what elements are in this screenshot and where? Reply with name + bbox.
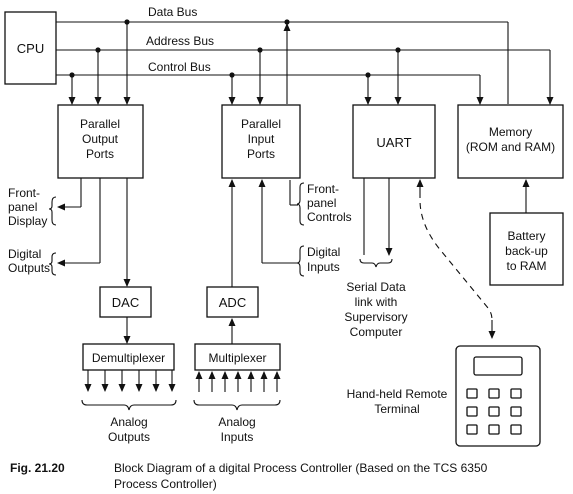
- digital-outputs-label: Digital Outputs: [8, 247, 57, 276]
- output-connections: [57, 178, 131, 287]
- demultiplexer-block: Demultiplexer: [82, 343, 175, 371]
- parallel-output-line3: Ports: [86, 147, 114, 161]
- address-bus: Address Bus: [56, 34, 550, 51]
- cpu-block: CPU: [4, 11, 57, 85]
- remote-display-icon: [473, 356, 523, 376]
- front-panel-controls-line3: Controls: [307, 210, 352, 224]
- data-bus-label: Data Bus: [148, 5, 197, 19]
- dac-block: DAC: [99, 286, 152, 318]
- control-bus-label: Control Bus: [148, 60, 211, 74]
- serial-link-line3: Supervisory: [344, 310, 407, 324]
- analog-outputs-brace: [81, 399, 177, 411]
- address-bus-label: Address Bus: [146, 34, 214, 48]
- serial-link-connections: [359, 178, 393, 268]
- front-panel-display-line2: panel: [8, 200, 37, 214]
- analog-inputs-brace: [193, 399, 281, 411]
- digital-outputs-line2: Outputs: [8, 261, 50, 275]
- caption-text-line1: Block Diagram of a digital Process Contr…: [114, 461, 488, 475]
- memory-block: Memory (ROM and RAM): [457, 104, 564, 179]
- bus-drops: [68, 22, 554, 105]
- control-bus: Control Bus: [56, 60, 480, 76]
- analog-input-arrows: [195, 371, 281, 392]
- parallel-input-line3: Ports: [247, 147, 275, 161]
- remote-terminal-line2: Terminal: [374, 402, 419, 416]
- serial-link-label: Serial Data link with Supervisory Comput…: [344, 280, 407, 339]
- dac-label: DAC: [112, 295, 139, 310]
- bus-junctions: [69, 19, 401, 78]
- digital-inputs-label: Digital Inputs: [296, 245, 340, 277]
- parallel-output-ports-block: Parallel Output Ports: [57, 104, 144, 179]
- multiplexer-label: Multiplexer: [208, 351, 266, 365]
- uart-label: UART: [376, 135, 411, 150]
- analog-outputs-line2: Outputs: [108, 430, 150, 444]
- uart-block: UART: [352, 104, 436, 179]
- front-panel-controls-line2: panel: [307, 196, 336, 210]
- analog-inputs-line2: Inputs: [221, 430, 254, 444]
- front-panel-display-line1: Front-: [8, 186, 40, 200]
- serial-link-line4: Computer: [350, 325, 403, 339]
- digital-outputs-line1: Digital: [8, 247, 41, 261]
- analog-inputs-line1: Analog: [218, 415, 255, 429]
- cpu-label: CPU: [17, 41, 44, 56]
- parallel-input-ports-block: Parallel Input Ports: [221, 104, 301, 179]
- caption-text-line2: Process Controller): [114, 477, 217, 491]
- front-panel-controls-line1: Front-: [307, 182, 339, 196]
- serial-link-line2: link with: [355, 295, 398, 309]
- memory-line2: (ROM and RAM): [466, 140, 555, 154]
- remote-dashed-link: [416, 179, 496, 339]
- analog-outputs-line1: Analog: [110, 415, 147, 429]
- battery-line1: Battery: [507, 229, 545, 243]
- front-panel-display-label: Front- panel Display: [8, 186, 57, 228]
- figure-caption: Fig. 21.20 Block Diagram of a digital Pr…: [10, 461, 488, 491]
- remote-terminal-device: [455, 345, 541, 447]
- parallel-output-line2: Output: [82, 132, 119, 146]
- memory-line1: Memory: [489, 125, 532, 139]
- input-connections: [228, 179, 298, 287]
- battery-line2: back-up: [505, 244, 548, 258]
- parallel-input-line2: Input: [248, 132, 275, 146]
- data-bus: Data Bus: [56, 5, 508, 23]
- adc-block: ADC: [206, 286, 259, 318]
- battery-backup-block: Battery back-up to RAM: [489, 212, 564, 286]
- remote-keypad-icon: [466, 388, 522, 435]
- digital-inputs-line1: Digital: [307, 245, 340, 259]
- remote-terminal-line1: Hand-held Remote: [347, 387, 448, 401]
- front-panel-controls-label: Front- panel Controls: [296, 182, 352, 226]
- caption-number: Fig. 21.20: [10, 461, 65, 475]
- front-panel-display-line3: Display: [8, 214, 47, 228]
- parallel-input-line1: Parallel: [241, 117, 281, 131]
- parallel-output-line1: Parallel: [80, 117, 120, 131]
- battery-line3: to RAM: [506, 259, 546, 273]
- serial-link-line1: Serial Data: [346, 280, 406, 294]
- demultiplexer-label: Demultiplexer: [92, 351, 165, 365]
- multiplexer-block: Multiplexer: [194, 343, 281, 371]
- analog-output-arrows: [84, 370, 176, 392]
- digital-inputs-line2: Inputs: [307, 260, 340, 274]
- adc-label: ADC: [219, 295, 246, 310]
